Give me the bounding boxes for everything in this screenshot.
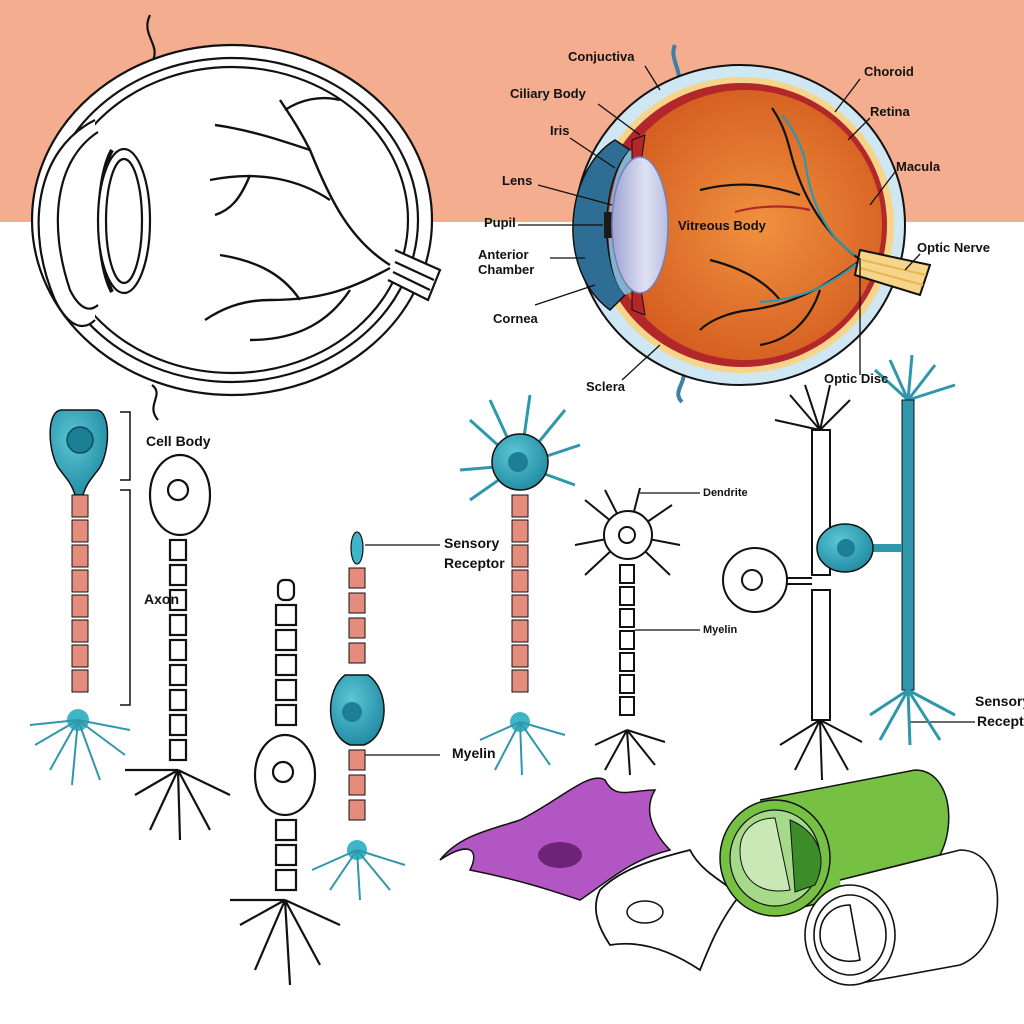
eye-color-optic-nerve (853, 248, 932, 297)
eye-line-sclera (30, 43, 434, 397)
label-pupil: Pupil (484, 215, 516, 230)
label-conjunctiva: Conjuctiva (568, 49, 635, 64)
neuron2-myelin (168, 538, 188, 762)
neuron-sensory-colored (311, 531, 406, 901)
label-receptor: Receptor (444, 555, 505, 571)
label-sensory: Sensory (444, 535, 500, 551)
eye-line-optic-nerve-lines (392, 261, 435, 291)
label-cell-body: Cell Body (146, 433, 211, 449)
eye-line-vessels (204, 96, 391, 342)
label-vitreous-body: Vitreous Body (678, 218, 766, 233)
label-anterior: Anterior (478, 247, 529, 262)
neuron5-terminals (479, 721, 566, 776)
neuron-outline-2 (125, 453, 231, 841)
neuron-unipolar-outline (722, 384, 863, 781)
eye-color-pupil (604, 212, 614, 238)
neuron-label-leaders (365, 492, 975, 756)
neuron5-myelin (511, 494, 529, 693)
label-sensory-right: Sensory (975, 694, 1024, 709)
neuron1-brackets (120, 411, 131, 706)
neuron8-terminals (869, 688, 956, 746)
neuron5-nucleus (508, 452, 528, 472)
glial-outline-nucleus (626, 900, 664, 924)
label-myelin-right: Myelin (703, 624, 738, 636)
glial-cell-purple (439, 777, 672, 901)
neuron-outline-3 (230, 578, 341, 986)
label-chamber: Chamber (478, 262, 535, 277)
eye-color-vessels (699, 107, 859, 347)
glial-cell-outline (595, 848, 742, 972)
label-axon: Axon (144, 591, 179, 607)
neuron1-terminals (29, 719, 131, 786)
eye-color-optic-nerve-fibers (859, 259, 927, 286)
eye-color-lens (611, 156, 669, 294)
neuron4-nucleus (342, 702, 362, 722)
label-dendrite: Dendrite (703, 487, 748, 499)
eye-line-drawing (30, 14, 442, 421)
neuron4-receptor (350, 531, 364, 565)
neuron4-myelin-bottom (348, 749, 366, 821)
neuron-colored-left (29, 409, 131, 786)
neuron-unipolar-colored (816, 354, 956, 746)
eye-line-lens (96, 147, 152, 295)
nerve-fiber-outline (804, 849, 999, 986)
label-ciliary-body: Ciliary Body (510, 86, 586, 101)
label-iris: Iris (550, 123, 570, 138)
label-optic-nerve: Optic Nerve (917, 240, 990, 255)
neuron5-dendrites (459, 394, 581, 502)
neuron-multipolar-outline (574, 487, 681, 776)
label-lens: Lens (502, 173, 533, 188)
eye-color-vitreous (608, 90, 882, 360)
eye-line-top-muscle (146, 14, 156, 63)
eye-color-anatomy (572, 44, 932, 404)
neuron8-axon (901, 399, 915, 691)
neuron8-dendrites-top (873, 354, 956, 402)
eye-label-leaders (518, 65, 921, 381)
neuron1-myelin (71, 494, 89, 693)
eye-line-anterior (56, 131, 99, 310)
glial-purple-nucleus (538, 842, 582, 868)
neuron8-nucleus (837, 539, 855, 557)
eye-line-bottom-muscle (151, 384, 159, 421)
label-optic-disc: Optic Disc (824, 371, 889, 386)
label-cornea: Cornea (493, 311, 538, 326)
label-myelin-bottom: Myelin (452, 745, 496, 761)
eye-line-cornea (37, 119, 96, 328)
label-receptor-right: Receptor (977, 714, 1024, 729)
label-macula: Macula (896, 159, 941, 174)
neuron1-nucleus (66, 426, 94, 454)
label-choroid: Choroid (864, 64, 914, 79)
eye-line-lens-inner (104, 157, 144, 285)
neuron4-terminals (311, 849, 406, 901)
label-retina: Retina (870, 104, 910, 119)
neuron-multipolar-colored (459, 394, 581, 776)
neuron4-myelin-top (348, 567, 366, 664)
label-sclera: Sclera (586, 379, 626, 394)
